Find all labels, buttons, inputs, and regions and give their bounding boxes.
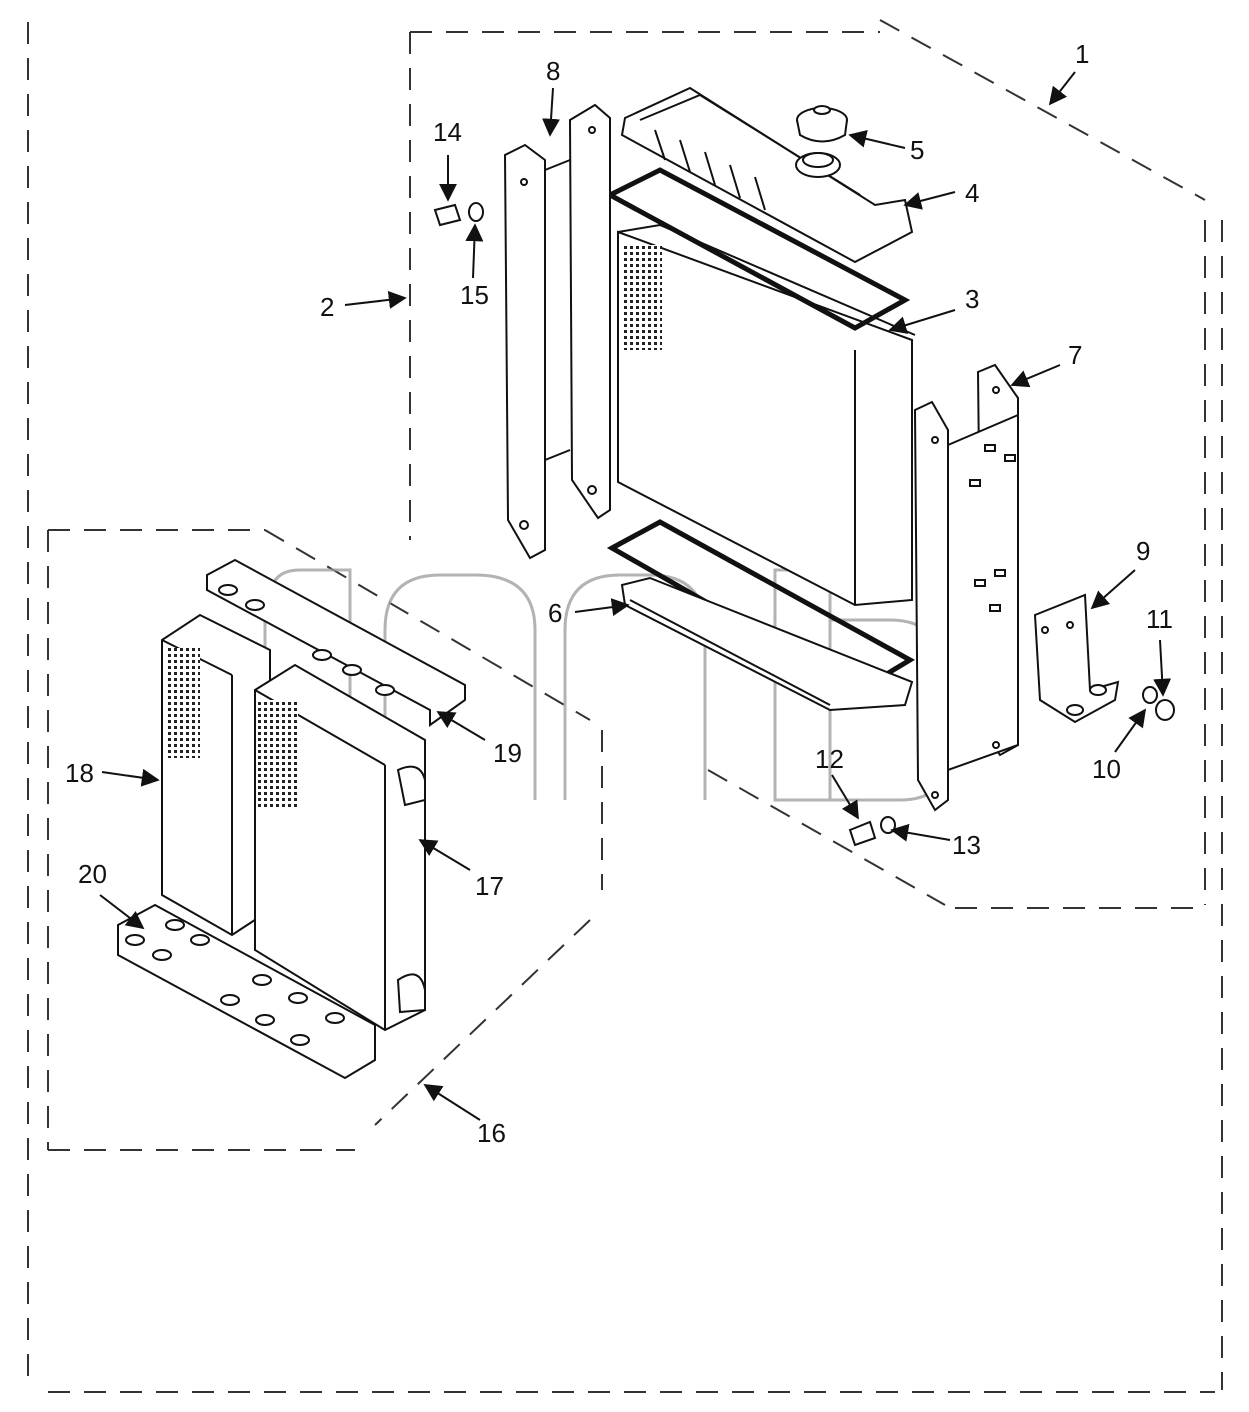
callout-19: 19 — [493, 738, 522, 768]
hardware — [433, 202, 1175, 847]
right-oil-cooler — [254, 663, 426, 1032]
callout-2: 2 — [320, 292, 334, 322]
assembly-2-boundary — [409, 19, 1206, 909]
callout-10: 10 — [1092, 754, 1121, 784]
radiator-core — [617, 223, 916, 607]
callout-7: 7 — [1068, 340, 1082, 370]
callout-6: 6 — [548, 598, 562, 628]
callout-20: 20 — [78, 859, 107, 889]
bottom-channel — [117, 903, 376, 1080]
top-tank — [620, 86, 914, 264]
l-bracket — [1033, 593, 1120, 724]
right-side-bracket — [913, 363, 1019, 812]
callout-18: 18 — [65, 758, 94, 788]
left-oil-cooler — [161, 613, 271, 937]
callout-1: 1 — [1075, 39, 1089, 69]
callout-16: 16 — [477, 1118, 506, 1148]
radiator-cap — [796, 105, 848, 143]
callout-5: 5 — [910, 135, 924, 165]
callout-12: 12 — [815, 744, 844, 774]
assembly-16-boundary — [47, 529, 603, 1151]
callout-11: 11 — [1146, 604, 1173, 634]
callout-8: 8 — [546, 56, 560, 86]
callout-3: 3 — [965, 284, 979, 314]
left-side-bracket — [503, 103, 611, 560]
leader-lines — [99, 71, 1172, 1121]
callout-15: 15 — [460, 280, 489, 310]
callout-13: 13 — [952, 830, 981, 860]
callout-9: 9 — [1136, 536, 1150, 566]
outer-frame — [27, 22, 1223, 1393]
upper-gasket — [604, 167, 911, 331]
callout-14: 14 — [433, 117, 462, 147]
callout-17: 17 — [475, 871, 504, 901]
callout-4: 4 — [965, 178, 979, 208]
